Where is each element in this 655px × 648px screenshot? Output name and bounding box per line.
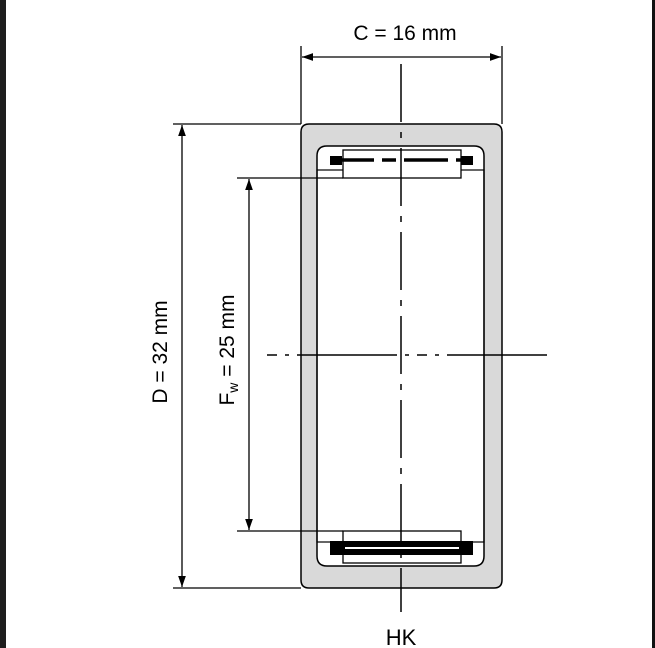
dimension-bore-label: Fw = 25 mm xyxy=(216,294,241,405)
bottom-needle-roller xyxy=(330,530,473,564)
centre-lines xyxy=(267,64,550,612)
dimension-bore: Fw = 25 mm xyxy=(216,177,343,532)
left-frame-edge xyxy=(0,0,6,648)
dimension-width-label: C = 16 mm xyxy=(353,22,456,45)
bore-value: = 25 mm xyxy=(216,294,239,382)
diagram-title: HK xyxy=(386,625,417,648)
bore-subscript: w xyxy=(225,382,241,394)
dimension-width: C = 16 mm xyxy=(300,22,503,124)
top-needle-roller xyxy=(330,149,473,179)
bore-prefix: F xyxy=(216,393,239,406)
dimension-outer-diameter: D = 32 mm xyxy=(149,123,301,589)
dimension-outer-label: D = 32 mm xyxy=(149,300,172,403)
right-frame-edge xyxy=(652,0,655,648)
